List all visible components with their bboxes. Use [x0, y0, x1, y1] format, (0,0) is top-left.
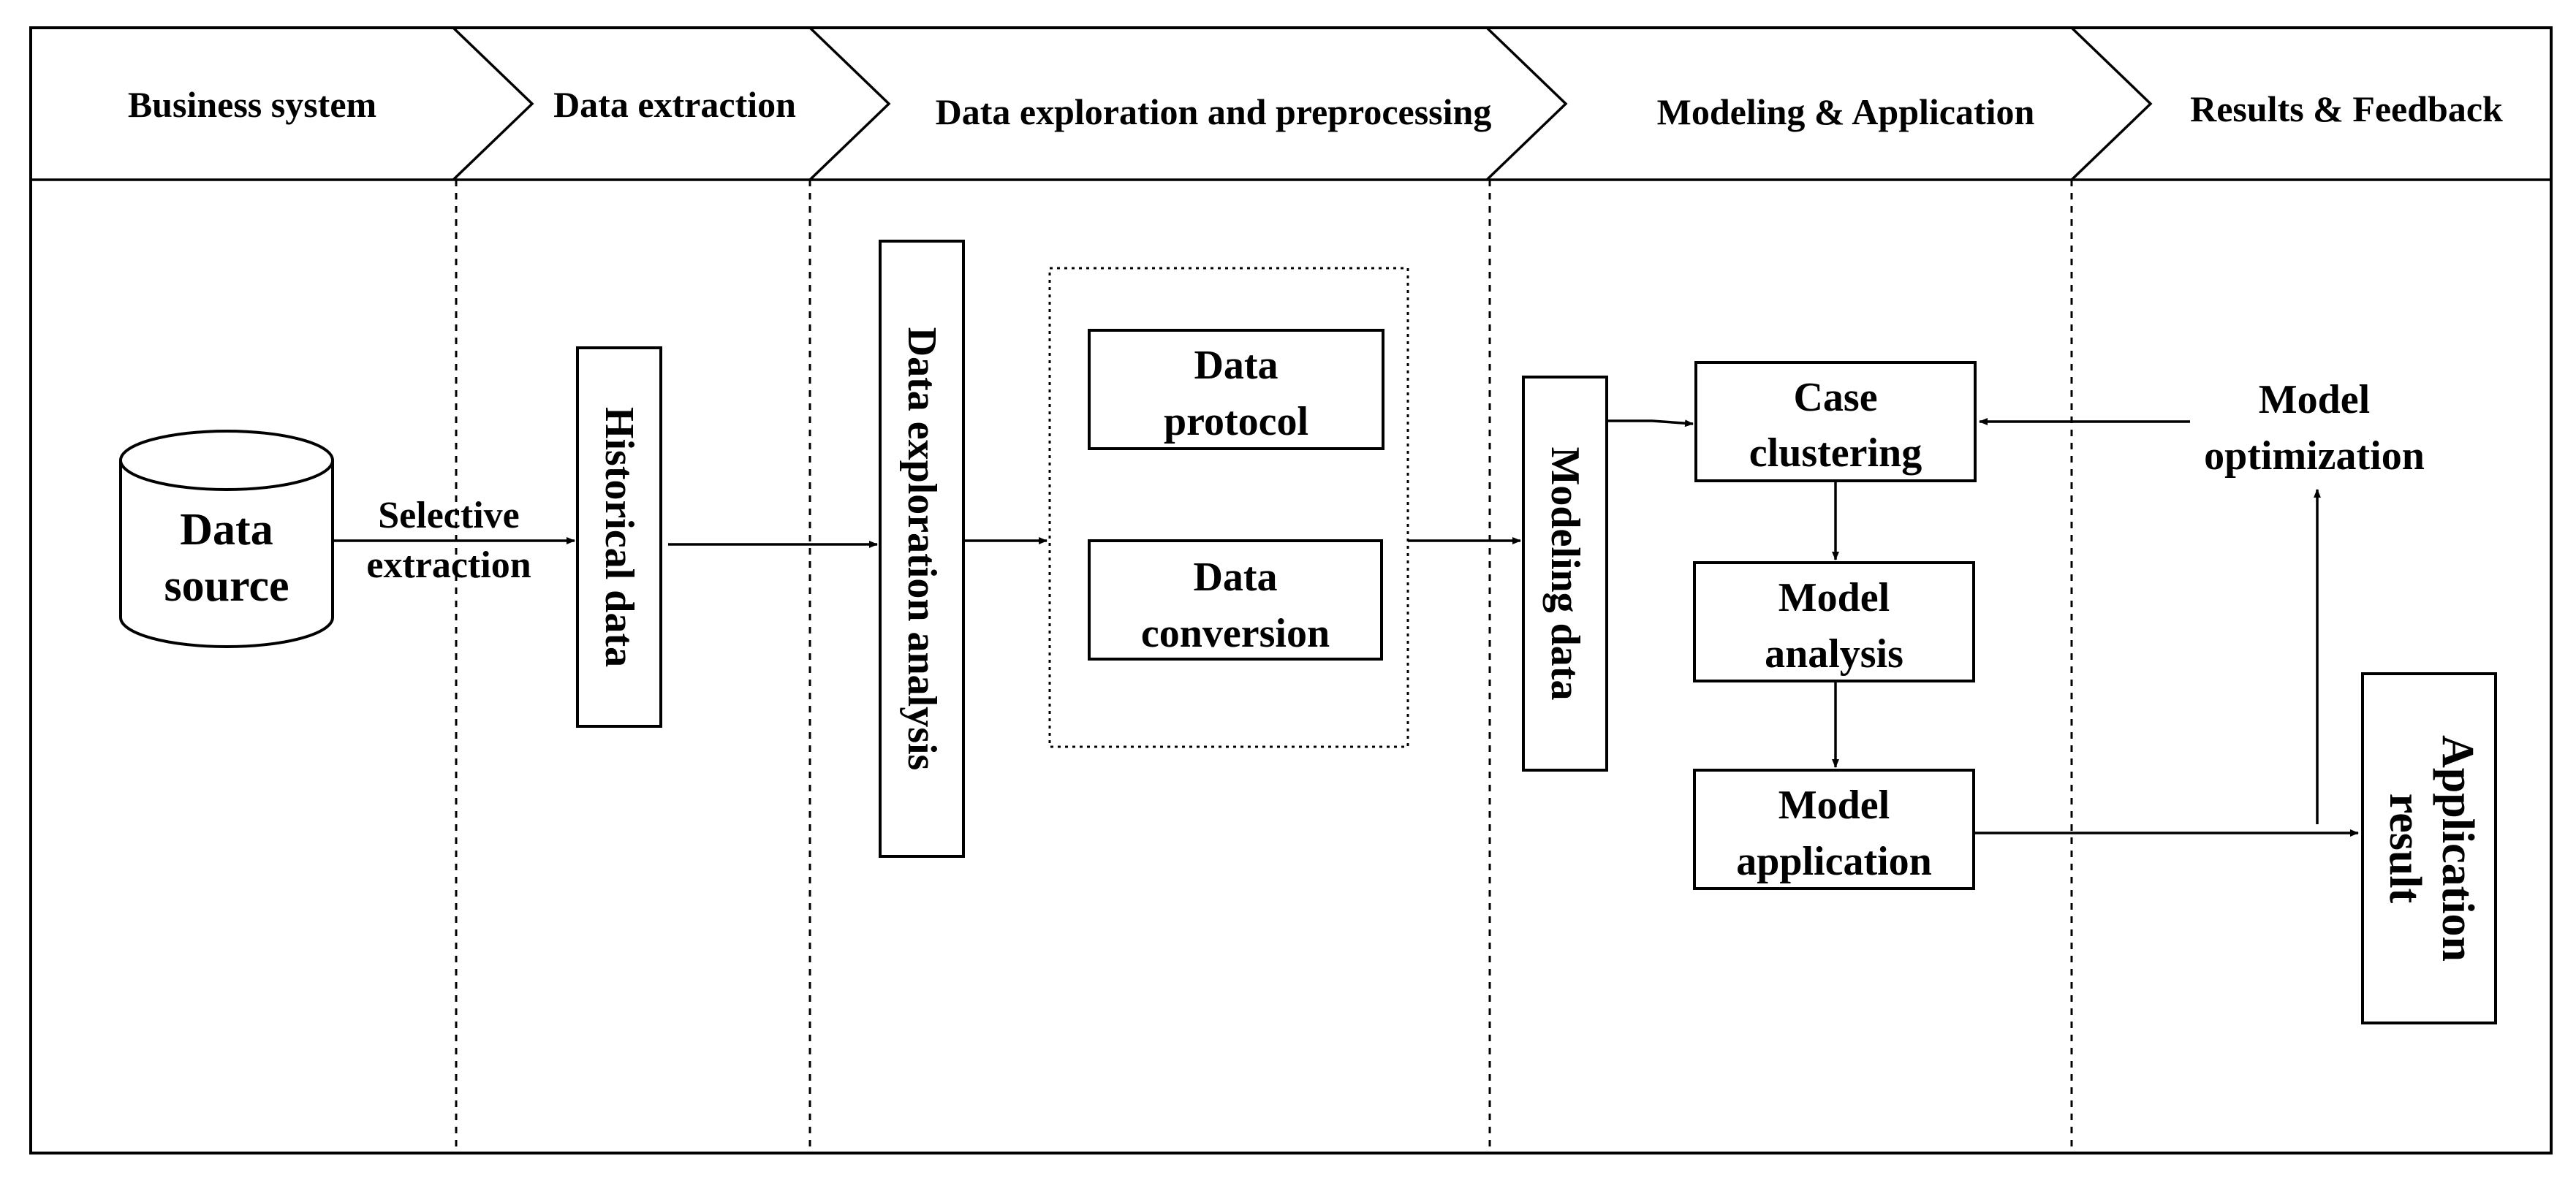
diagram-frame — [29, 26, 2553, 1155]
data-conversion-node: Data conversion — [1088, 539, 1383, 661]
model-analysis-node: Model analysis — [1693, 561, 1975, 682]
historical-data-label: Historical data — [596, 407, 642, 667]
selective-extraction-label-1: Selective — [378, 495, 519, 536]
chevron-3 — [1485, 26, 1568, 181]
historical-data-node: Historical data — [576, 346, 662, 728]
model-analysis-label-2: analysis — [1765, 631, 1903, 677]
modeling-data-label: Modeling data — [1542, 447, 1588, 701]
data-conversion-label-1: Data — [1193, 555, 1277, 600]
selective-extraction-label-2: extraction — [366, 544, 531, 586]
data-conversion-label-2: conversion — [1141, 611, 1330, 656]
modeling-data-node: Modeling data — [1522, 376, 1608, 772]
stage-results-feedback: Results & Feedback — [2190, 88, 2503, 129]
stage-data-extraction: Data extraction — [553, 84, 796, 125]
exploration-analysis-node: Data exploration analysis — [879, 240, 965, 858]
stage-business-system: Business system — [128, 84, 376, 125]
model-application-node: Model application — [1693, 769, 1975, 890]
data-protocol-label-2: protocol — [1164, 399, 1308, 444]
data-protocol-node: Data protocol — [1088, 329, 1384, 450]
case-clustering-node: Case clustering — [1694, 361, 1977, 482]
application-result-node: Application result — [2361, 672, 2497, 1024]
stage-modeling-application: Modeling & Application — [1657, 91, 2035, 132]
exploration-analysis-label: Data exploration analysis — [899, 327, 944, 771]
arrow-modeling-to-clustering — [1607, 419, 1694, 427]
data-protocol-label-1: Data — [1194, 343, 1278, 388]
case-clustering-label-2: clustering — [1749, 430, 1922, 476]
case-clustering-label-1: Case — [1793, 375, 1877, 420]
data-source-label-1: Data — [180, 505, 273, 555]
model-optimization-label-2: optimization — [2204, 433, 2425, 479]
model-analysis-label-1: Model — [1778, 575, 1890, 620]
model-application-label-1: Model — [1778, 783, 1890, 828]
chevron-1 — [452, 26, 534, 181]
stage-data-exploration: Data exploration and preprocessing — [936, 91, 1492, 132]
data-source-label-2: source — [164, 561, 289, 611]
data-source-node: Data source — [119, 430, 334, 648]
model-application-label-2: application — [1736, 839, 1932, 884]
application-result-label-2: result — [2380, 794, 2430, 904]
application-result-label-1: Application — [2433, 735, 2482, 962]
preprocessing-group — [1048, 267, 1409, 748]
chevron-4 — [2070, 26, 2153, 181]
model-optimization-label-1: Model — [2259, 377, 2370, 422]
chevron-2 — [808, 26, 891, 181]
